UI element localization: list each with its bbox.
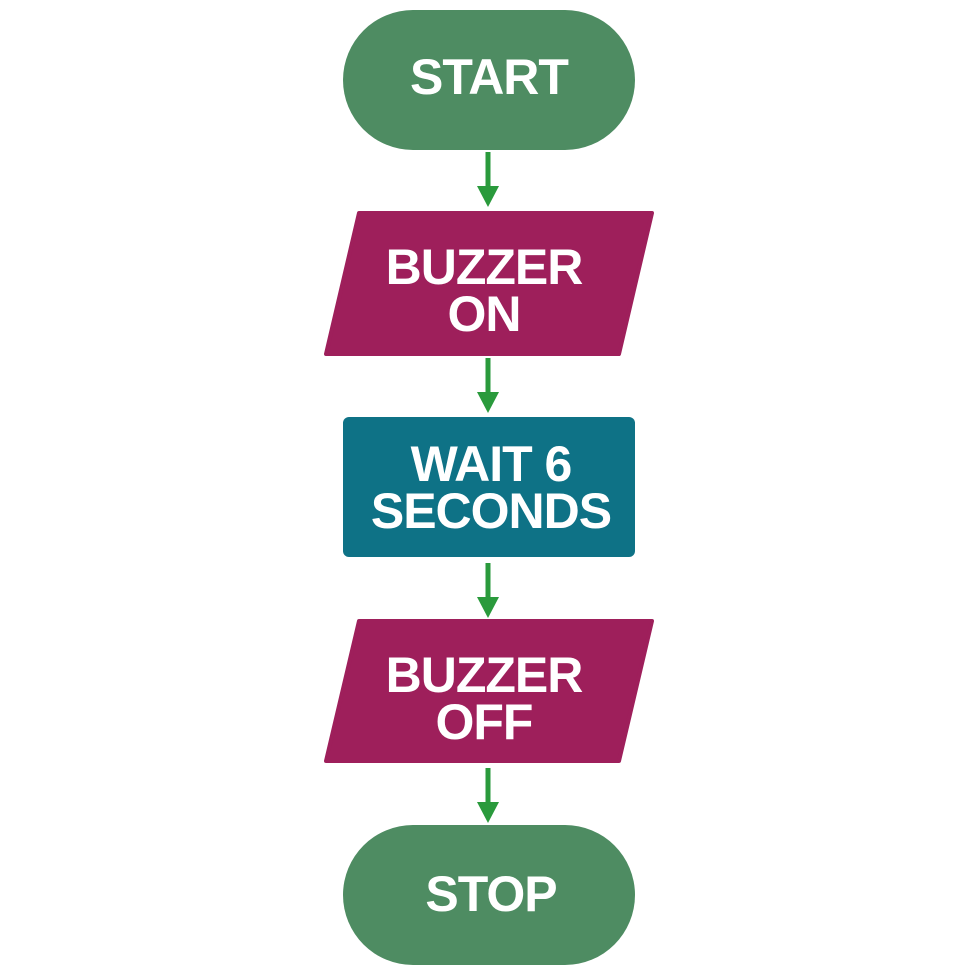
arrow-buzzer-on-to-wait <box>477 358 499 413</box>
buzzer-on-label-line-2: ON <box>448 286 521 342</box>
buzzer-off-label-line-1: BUZZER <box>386 647 584 703</box>
buzzer-off-label-line-2: OFF <box>436 694 533 750</box>
arrow-wait-to-buzzer-off <box>477 563 499 618</box>
stop-terminal: STOP <box>343 825 635 965</box>
arrow-buzzer-off-to-stop <box>477 768 499 823</box>
arrow-start-to-buzzer-on <box>477 152 499 207</box>
wait-process: WAIT 6 SECONDS <box>343 417 635 557</box>
wait-label-line-2: SECONDS <box>371 483 611 539</box>
buzzer-on-io: BUZZER ON <box>324 211 654 356</box>
start-label: START <box>410 49 568 105</box>
start-terminal: START <box>343 10 635 150</box>
buzzer-on-label-line-1: BUZZER <box>386 239 584 295</box>
wait-label-line-1: WAIT 6 <box>411 436 572 492</box>
stop-label: STOP <box>425 866 556 922</box>
buzzer-off-io: BUZZER OFF <box>324 619 654 763</box>
